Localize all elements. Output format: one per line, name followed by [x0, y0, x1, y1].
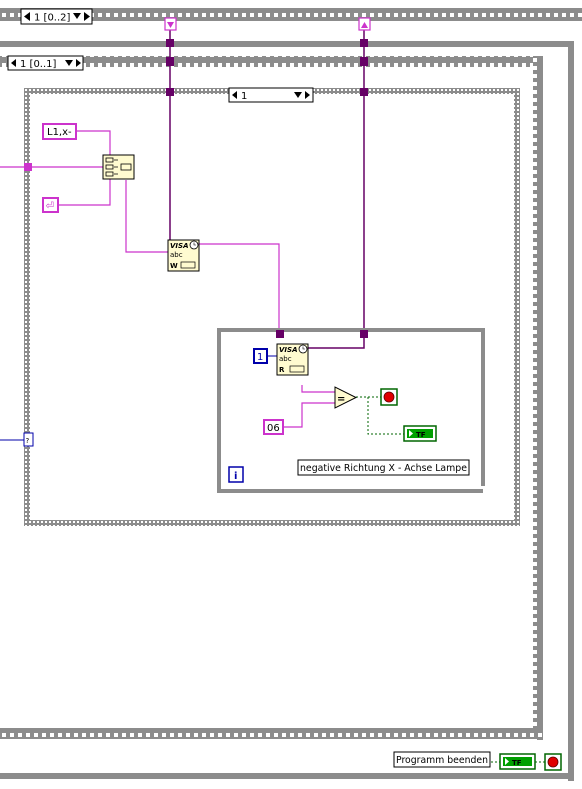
increment-arrow-icon[interactable] — [305, 91, 310, 99]
decrement-arrow-icon[interactable] — [11, 59, 16, 67]
visa-read-mode: R — [279, 366, 285, 374]
numeric-wires — [0, 355, 277, 441]
dropdown-arrow-icon[interactable] — [65, 60, 73, 66]
visa-read-function[interactable]: VISA abc R — [276, 343, 309, 376]
read-count-constant[interactable]: 1 — [253, 348, 268, 364]
program-end-label: Programm beenden — [393, 751, 491, 768]
visa-write-line2: abc — [170, 251, 183, 259]
iteration-terminal: i — [228, 466, 244, 483]
outer-sequence-frame — [0, 8, 582, 21]
command-string-constant[interactable]: L1,x- — [42, 123, 77, 140]
equal-symbol: = — [337, 394, 345, 405]
visa-write-mode: W — [170, 262, 178, 270]
case-selector[interactable]: 1 — [228, 87, 314, 103]
inner-tf-text: TF — [416, 431, 426, 439]
visa-read-line1: VISA — [279, 346, 297, 354]
string-wires — [0, 130, 335, 428]
play-arrow-icon — [409, 430, 413, 437]
inner-sequence-selector-label: 1 [0..1] — [20, 59, 57, 70]
decrement-arrow-icon[interactable] — [24, 12, 30, 21]
visa-read-line2: abc — [279, 355, 292, 363]
down-arrow-icon — [167, 22, 174, 28]
increment-arrow-icon[interactable] — [84, 12, 90, 21]
increment-arrow-icon[interactable] — [76, 59, 81, 67]
inner-sequence-selector[interactable]: 1 [0..1] — [7, 55, 84, 71]
line-feed-constant[interactable]: ⏎ — [42, 197, 59, 213]
compare-string-text: 06 — [267, 423, 280, 434]
read-count-text: 1 — [257, 352, 263, 363]
loop-stop-terminal[interactable] — [380, 388, 398, 406]
outer-stop-terminal[interactable] — [544, 753, 562, 771]
compare-string-constant[interactable]: 06 — [263, 419, 284, 435]
equal-function[interactable]: = — [334, 386, 358, 409]
outer-sequence-selector[interactable]: 1 [0..2] — [20, 8, 93, 25]
command-string-text: L1,x- — [47, 127, 72, 138]
decrement-arrow-icon[interactable] — [232, 91, 237, 99]
tunnel-question-mark: ? — [26, 437, 30, 445]
play-arrow-icon — [505, 758, 509, 765]
stop-icon — [547, 756, 559, 768]
tunnel-inputs-top — [24, 17, 371, 171]
visa-write-function[interactable]: VISA abc W — [167, 239, 200, 272]
program-end-label-text: Programm beenden — [396, 755, 488, 766]
while-loop-label-text: negative Richtung X - Achse Lampe — [300, 463, 467, 474]
dropdown-arrow-icon[interactable] — [294, 92, 302, 98]
stop-icon — [383, 391, 395, 403]
while-loop-frame — [217, 328, 485, 493]
left-numeric-tunnel: ? — [23, 432, 34, 447]
case-selector-label: 1 — [241, 91, 247, 102]
up-arrow-icon — [361, 22, 368, 28]
middle-structure-frame — [0, 41, 574, 781]
dropdown-arrow-icon[interactable] — [73, 13, 81, 19]
line-feed-glyph: ⏎ — [46, 201, 54, 212]
inner-sequence-frame — [0, 56, 543, 740]
iteration-terminal-text: i — [234, 471, 237, 482]
outer-tf-text: TF — [512, 759, 522, 767]
concatenate-strings-function[interactable] — [102, 154, 135, 180]
while-loop-label: negative Richtung X - Achse Lampe — [297, 459, 470, 476]
visa-write-line1: VISA — [170, 242, 188, 250]
outer-sequence-selector-label: 1 [0..2] — [34, 13, 71, 24]
inner-boolean-indicator[interactable]: TF — [403, 425, 437, 442]
outer-boolean-constant[interactable]: TF — [499, 753, 536, 770]
visa-resource-wires — [169, 26, 365, 349]
